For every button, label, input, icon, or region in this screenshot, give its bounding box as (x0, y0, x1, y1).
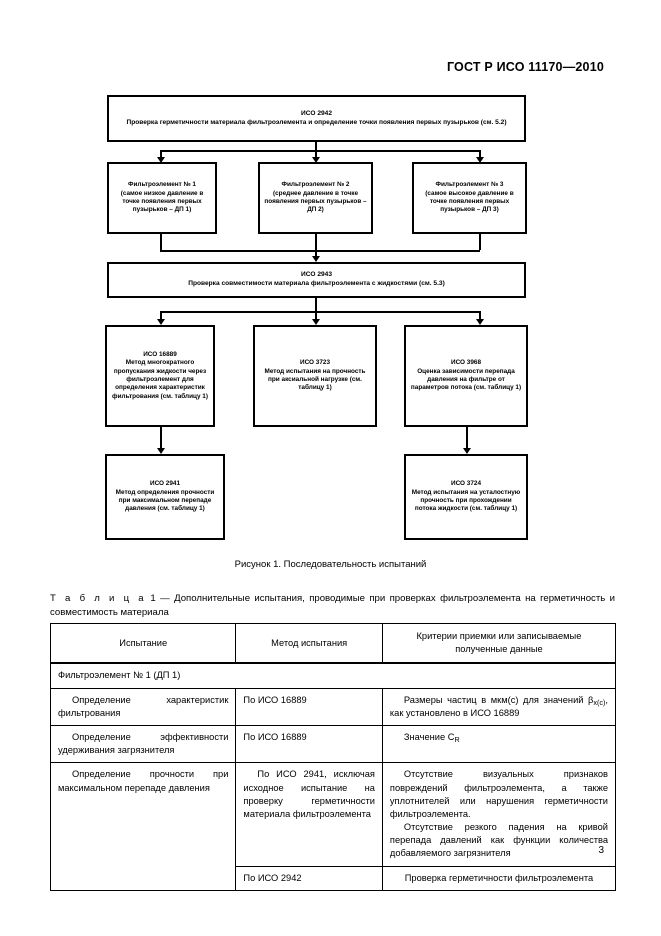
flow-node-iso2941-body: Метод определения прочности при максимал… (115, 488, 215, 513)
flow-node-iso3968: ИСО 3968 Оценка зависимости перепада дав… (404, 325, 528, 427)
connector-v-row1-center (315, 142, 317, 151)
flow-node-iso3724: ИСО 3724 Метод испытания на усталостную … (404, 454, 528, 540)
arrow-to-iso2941 (157, 448, 165, 454)
table-group-label: Фильтроэлемент № 1 (ДП 1) (50, 662, 616, 689)
connector-v-to-iso3968 (479, 311, 481, 323)
row-test-name: Определение характеристик фильтрования (49, 687, 237, 726)
table-header-row: Испытание Метод испытания Критерии прием… (49, 623, 617, 665)
flow-node-iso2943: ИСО 2943 Проверка совместимости материал… (107, 262, 526, 298)
row-method: По ИСО 16889 (235, 687, 383, 726)
row-criteria-paragraph-2: Отсутствие резкого падения на кривой пер… (389, 822, 608, 859)
flow-node-iso2942: ИСО 2942 Проверка герметичности материал… (107, 95, 526, 142)
column-header-test: Испытание (49, 623, 237, 665)
flow-node-element2-body: (среднее давление в точке появления перв… (264, 189, 367, 214)
table-dash: — (160, 593, 170, 604)
connector-v-to-element1 (160, 150, 162, 160)
row-criteria-subscript: x(c) (593, 697, 606, 707)
row-criteria-paragraph-1: Отсутствие визуальных признаков поврежде… (389, 769, 608, 819)
table-row: По ИСО 2942 Проверка герметичности фильт… (51, 865, 617, 891)
connector-h-row1 (160, 150, 480, 152)
additional-tests-table: Испытание Метод испытания Критерии прием… (49, 623, 617, 891)
flow-node-element3: Фильтроэлемент № 3 (самое высокое давлен… (412, 162, 527, 234)
row-test-name: Определение прочности при максимальном п… (49, 762, 237, 891)
connector-v-iso16889-down (160, 427, 162, 452)
table-row: Определение характеристик фильтрования П… (49, 687, 617, 726)
row-method: По ИСО 2942 (235, 865, 383, 891)
arrow-to-iso3723 (312, 319, 320, 325)
connector-v-iso2943-down (315, 298, 317, 311)
flow-node-iso3724-body: Метод испытания на усталостную прочность… (411, 488, 521, 513)
flow-node-iso3968-title: ИСО 3968 (450, 359, 481, 367)
row-method: По ИСО 16889 (235, 724, 383, 764)
arrow-to-iso16889 (157, 319, 165, 325)
flow-node-iso16889: ИСО 16889 Метод многократного пропускани… (105, 325, 215, 427)
row-criteria-part1: Размеры частиц в мкм(с) для значений β (403, 694, 594, 705)
connector-v-element3-down (479, 234, 481, 250)
connector-h-row2 (160, 250, 480, 252)
connector-v-element1-down (160, 234, 162, 250)
table-group-row: Фильтроэлемент № 1 (ДП 1) (50, 662, 616, 689)
row-criteria-part1: Значение C (403, 731, 455, 742)
connector-v-iso3968-down (466, 427, 468, 452)
arrow-to-element2 (312, 157, 320, 163)
connector-v-to-iso3723 (315, 311, 317, 323)
arrow-to-element3 (476, 157, 484, 163)
flow-node-iso16889-body: Метод многократного пропускания жидкости… (112, 359, 208, 400)
arrow-to-iso2943 (312, 256, 320, 262)
table-title: Т а б л и ц а 1 — Дополнительные испытан… (50, 592, 615, 620)
table-title-text: Дополнительные испытания, проводимые при… (50, 593, 615, 618)
document-standard-header: ГОСТ Р ИСО 11170—2010 (446, 60, 604, 74)
row-criteria-part2: , как установлено в ИСО 16889 (389, 694, 608, 718)
table-row: Определение прочности при максимальном п… (49, 762, 617, 891)
connector-v-to-element3 (479, 150, 481, 160)
flow-node-iso2942-body: Проверка герметичности материала фильтро… (126, 118, 507, 126)
flow-node-element1-title: Фильтроэлемент № 1 (128, 181, 196, 189)
figure-caption: Рисунок 1. Последовательность испытаний (234, 559, 427, 570)
table-row: Определение эффективности удерживания за… (49, 724, 617, 764)
connector-v-to-element2 (315, 150, 317, 160)
flow-node-iso3723-body: Метод испытания на прочность при аксиаль… (264, 367, 366, 392)
flow-node-iso2942-title: ИСО 2942 (301, 109, 332, 117)
flow-node-element1-body: (самое низкое давление в точке появления… (120, 189, 204, 214)
row-method: По ИСО 2941, исключая исходное испытание… (235, 762, 383, 867)
flow-node-element2: Фильтроэлемент № 2 (среднее давление в т… (258, 162, 373, 234)
flow-node-element3-body: (самое высокое давление в точке появлени… (425, 189, 514, 214)
row-test-name: Определение эффективности удерживания за… (49, 724, 237, 764)
connector-v-to-iso16889 (160, 311, 162, 323)
row-criteria-subscript: R (454, 734, 460, 744)
connector-v-element2-down (315, 234, 317, 250)
flow-node-iso3723-title: ИСО 3723 (299, 359, 330, 367)
arrow-to-iso3724 (463, 448, 471, 454)
flow-node-iso2941: ИСО 2941 Метод определения прочности при… (105, 454, 225, 540)
connector-v-to-iso2943 (315, 250, 317, 259)
row-criteria: Размеры частиц в мкм(с) для значений βx(… (381, 687, 617, 726)
flow-node-iso2943-title: ИСО 2943 (301, 271, 332, 279)
flow-node-element2-title: Фильтроэлемент № 2 (281, 181, 350, 189)
row-criteria: Проверка герметичности фильтроэлемента (381, 865, 617, 891)
flow-node-iso3968-body: Оценка зависимости перепада давления на … (410, 367, 522, 392)
table-label: Т а б л и ц а (50, 593, 146, 604)
flow-node-element1: Фильтроэлемент № 1 (самое низкое давлени… (107, 162, 217, 234)
table-number: 1 (150, 593, 156, 604)
connector-h-row3 (160, 311, 480, 313)
flowchart-figure: ИСО 2942 Проверка герметичности материал… (0, 90, 661, 560)
row-criteria: Отсутствие визуальных признаков поврежде… (381, 762, 617, 867)
flow-node-iso3724-title: ИСО 3724 (450, 480, 481, 488)
arrow-to-element1 (157, 157, 165, 163)
flow-node-iso2941-title: ИСО 2941 (149, 480, 180, 488)
row-criteria: Значение CR (381, 724, 617, 764)
flow-node-iso16889-title: ИСО 16889 (143, 350, 177, 358)
column-header-method: Метод испытания (235, 623, 383, 665)
flow-node-iso3723: ИСО 3723 Метод испытания на прочность пр… (253, 325, 377, 427)
flow-node-element3-title: Фильтроэлемент № 3 (435, 181, 504, 189)
arrow-to-iso3968 (476, 319, 484, 325)
flow-node-iso2943-body: Проверка совместимости материала фильтро… (188, 280, 445, 287)
column-header-criteria: Критерии приемки или записываемые получе… (381, 623, 617, 665)
page-number: 3 (598, 845, 604, 856)
